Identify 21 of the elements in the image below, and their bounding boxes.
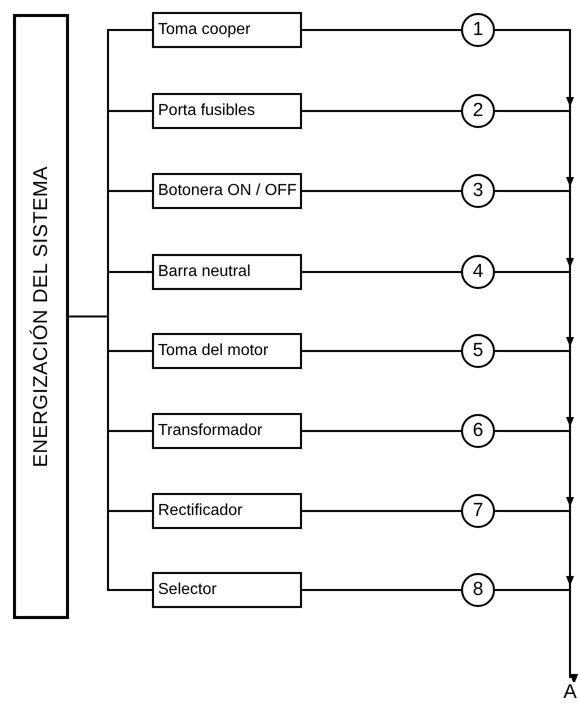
box-label: ENERGIZACIÓN DEL SISTEMA: [28, 166, 53, 468]
arrow: [495, 589, 578, 684]
process-box: Transformador: [152, 413, 302, 449]
connector-line: [302, 271, 461, 273]
process-box: Barra neutral: [152, 254, 302, 290]
process-box: Botonera ON / OFF: [152, 173, 302, 209]
connector-line: [302, 510, 461, 512]
connector-line: [302, 350, 461, 352]
process-box: Toma del motor: [152, 333, 302, 369]
terminal-label: A: [559, 680, 579, 704]
process-box: [13, 14, 69, 619]
connector-line: [302, 110, 461, 112]
connector-line: [302, 430, 461, 432]
process-box: Rectificador: [152, 493, 302, 529]
connector-line: [302, 190, 461, 192]
connector-line: [302, 29, 461, 31]
connector-line: [302, 589, 461, 591]
process-box: Toma cooper: [152, 12, 302, 48]
process-box: Porta fusibles: [152, 93, 302, 129]
connector-line: [69, 316, 152, 591]
process-box: Selector: [152, 572, 302, 608]
